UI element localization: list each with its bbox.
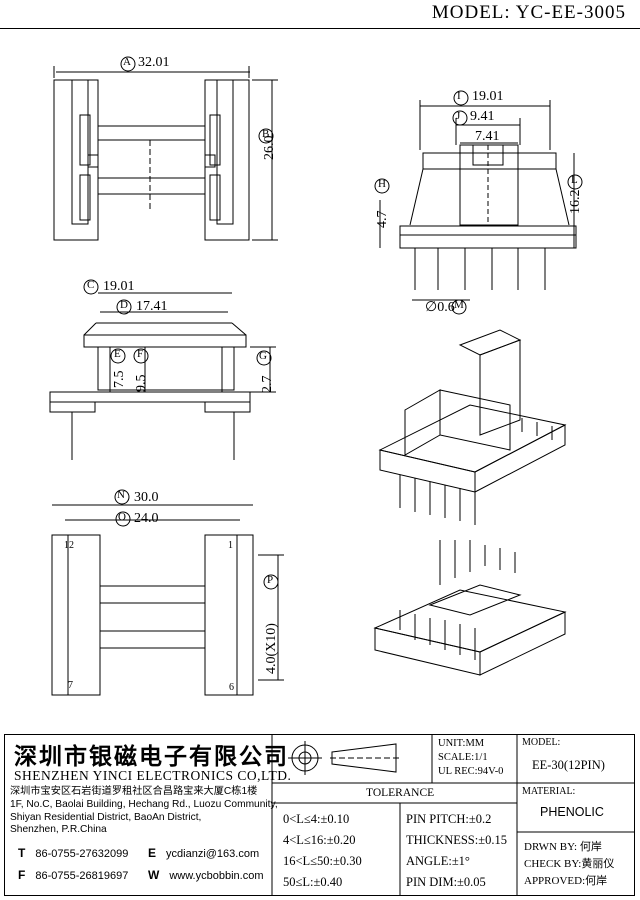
material-label: MATERIAL: <box>522 786 576 797</box>
model-box-label: MODEL: <box>522 737 561 748</box>
dim-n: 30.0 <box>134 490 159 505</box>
marker-d: D <box>120 299 128 311</box>
marker-o: O <box>118 511 126 523</box>
isometric-bottom <box>373 540 567 676</box>
marker-i: I <box>457 90 461 102</box>
scale-spec: SCALE:1/1 <box>438 752 488 763</box>
side-view <box>379 100 577 301</box>
dim-a: 32.01 <box>138 55 170 70</box>
ul-spec: UL REC:94V-0 <box>438 766 504 777</box>
marker-m: M <box>454 299 464 311</box>
marker-n: N <box>117 489 125 501</box>
isometric-top <box>378 329 567 525</box>
approvals: DRWN BY: 何岸 CHECK BY:黄丽仪 APPROVED:何岸 <box>524 841 615 887</box>
technical-drawing <box>49 56 583 696</box>
dim-i: 19.01 <box>472 89 504 104</box>
model-box-value: EE-30(12PIN) <box>532 758 605 772</box>
material-value: PHENOLIC <box>540 805 604 819</box>
top-divider <box>0 28 640 29</box>
company-name-cn: 深圳市银磁电子有限公司 <box>14 743 289 770</box>
dim-o: 24.0 <box>134 511 159 526</box>
tolerance-left: 0<L≤4:±0.10 4<L≤16:±0.20 16<L≤50:±0.30 5… <box>283 812 362 889</box>
pin-label-1: 1 <box>228 540 233 551</box>
marker-a: A <box>123 56 131 68</box>
company-name-en: SHENZHEN YINCI ELECTRONICS CO,LTD. <box>14 768 292 783</box>
marker-e: E <box>114 348 121 360</box>
top-view <box>53 66 278 241</box>
marker-b: B <box>262 128 270 140</box>
dim-j: 9.41 <box>470 109 495 124</box>
title-block <box>4 734 635 896</box>
dim-d: 17.41 <box>136 299 168 314</box>
marker-j: J <box>456 110 461 122</box>
marker-c: C <box>87 279 95 291</box>
front-view <box>49 292 276 460</box>
unit-spec: UNIT:MM <box>438 738 485 749</box>
bottom-view <box>51 504 284 696</box>
dim-m: ∅0.6 <box>425 300 455 315</box>
dim-c: 19.01 <box>103 279 135 294</box>
pin-label-12: 12 <box>64 540 74 551</box>
tolerance-right: PIN PITCH:±0.2 THICKNESS:±0.15 ANGLE:±1°… <box>406 812 507 889</box>
company-address: 深圳市宝安区石岩街道罗租社区合昌路宝来大厦C栋1楼 1F, No.C, Baol… <box>10 786 278 836</box>
pin-label-7: 7 <box>68 680 73 691</box>
tolerance-title: TOLERANCE <box>366 787 435 799</box>
marker-h: H <box>378 178 386 190</box>
model-title: MODEL: YC-EE-3005 <box>431 2 626 23</box>
pin-label-6: 6 <box>229 682 234 693</box>
marker-g: G <box>259 350 267 362</box>
dim-j2: 7.41 <box>475 129 500 144</box>
marker-l: L <box>571 174 578 186</box>
marker-p: P <box>267 574 274 586</box>
marker-f: F <box>137 348 144 360</box>
